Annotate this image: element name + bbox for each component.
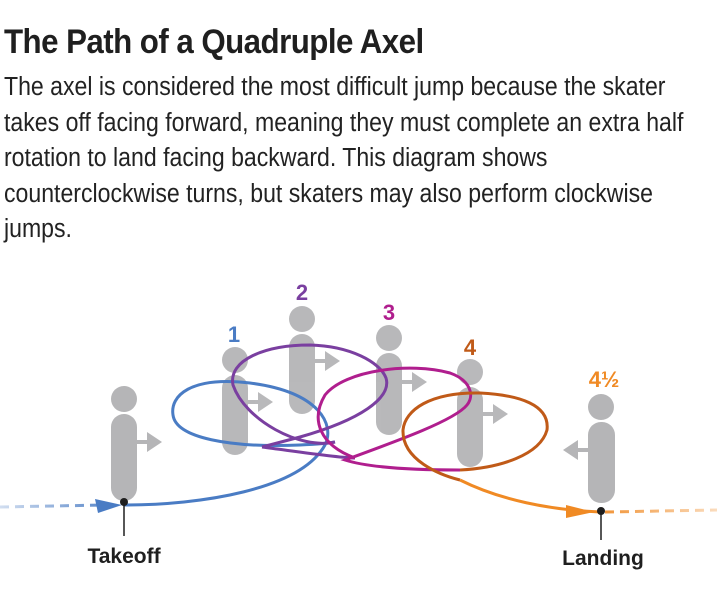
page-title: The Path of a Quadruple Axel (4, 23, 424, 61)
axel-path-diagram: 1 2 3 4 4½ Takeoff Landing (0, 280, 717, 570)
skater-figure-icon (111, 386, 162, 501)
skater-figure-icon (222, 347, 273, 455)
rotation-label-4: 4 (464, 335, 477, 360)
takeoff-arrow-icon (95, 499, 122, 513)
skater-figure-icon (376, 325, 427, 435)
arrow-right-icon (483, 404, 508, 424)
arrow-left-icon (563, 440, 588, 460)
skater-figure-icon (457, 359, 508, 467)
arrow-right-icon (137, 432, 162, 452)
skater-figure-icon (563, 394, 615, 503)
rotation-label-2: 2 (296, 280, 308, 305)
lead-out-path (604, 508, 717, 514)
rotation-3-path (316, 366, 473, 472)
skater-figure-icon (289, 306, 340, 414)
arrow-right-icon (402, 372, 427, 392)
rotation-2-path (231, 343, 389, 449)
rotation-1-path (123, 380, 336, 507)
landing-label: Landing (562, 547, 644, 570)
rotation-label-4-half: 4½ (589, 367, 620, 392)
rotation-4-half-path (459, 478, 601, 514)
lead-in-path (0, 503, 106, 509)
landing-arrow-icon (566, 505, 594, 518)
takeoff-label: Takeoff (87, 545, 161, 568)
rotation-4-path (401, 391, 549, 482)
rotation-label-1: 1 (228, 322, 240, 347)
arrow-right-icon (315, 351, 340, 371)
arrow-right-icon (248, 392, 273, 412)
description: The axel is considered the most difficul… (4, 73, 684, 244)
rotation-label-3: 3 (383, 300, 395, 325)
